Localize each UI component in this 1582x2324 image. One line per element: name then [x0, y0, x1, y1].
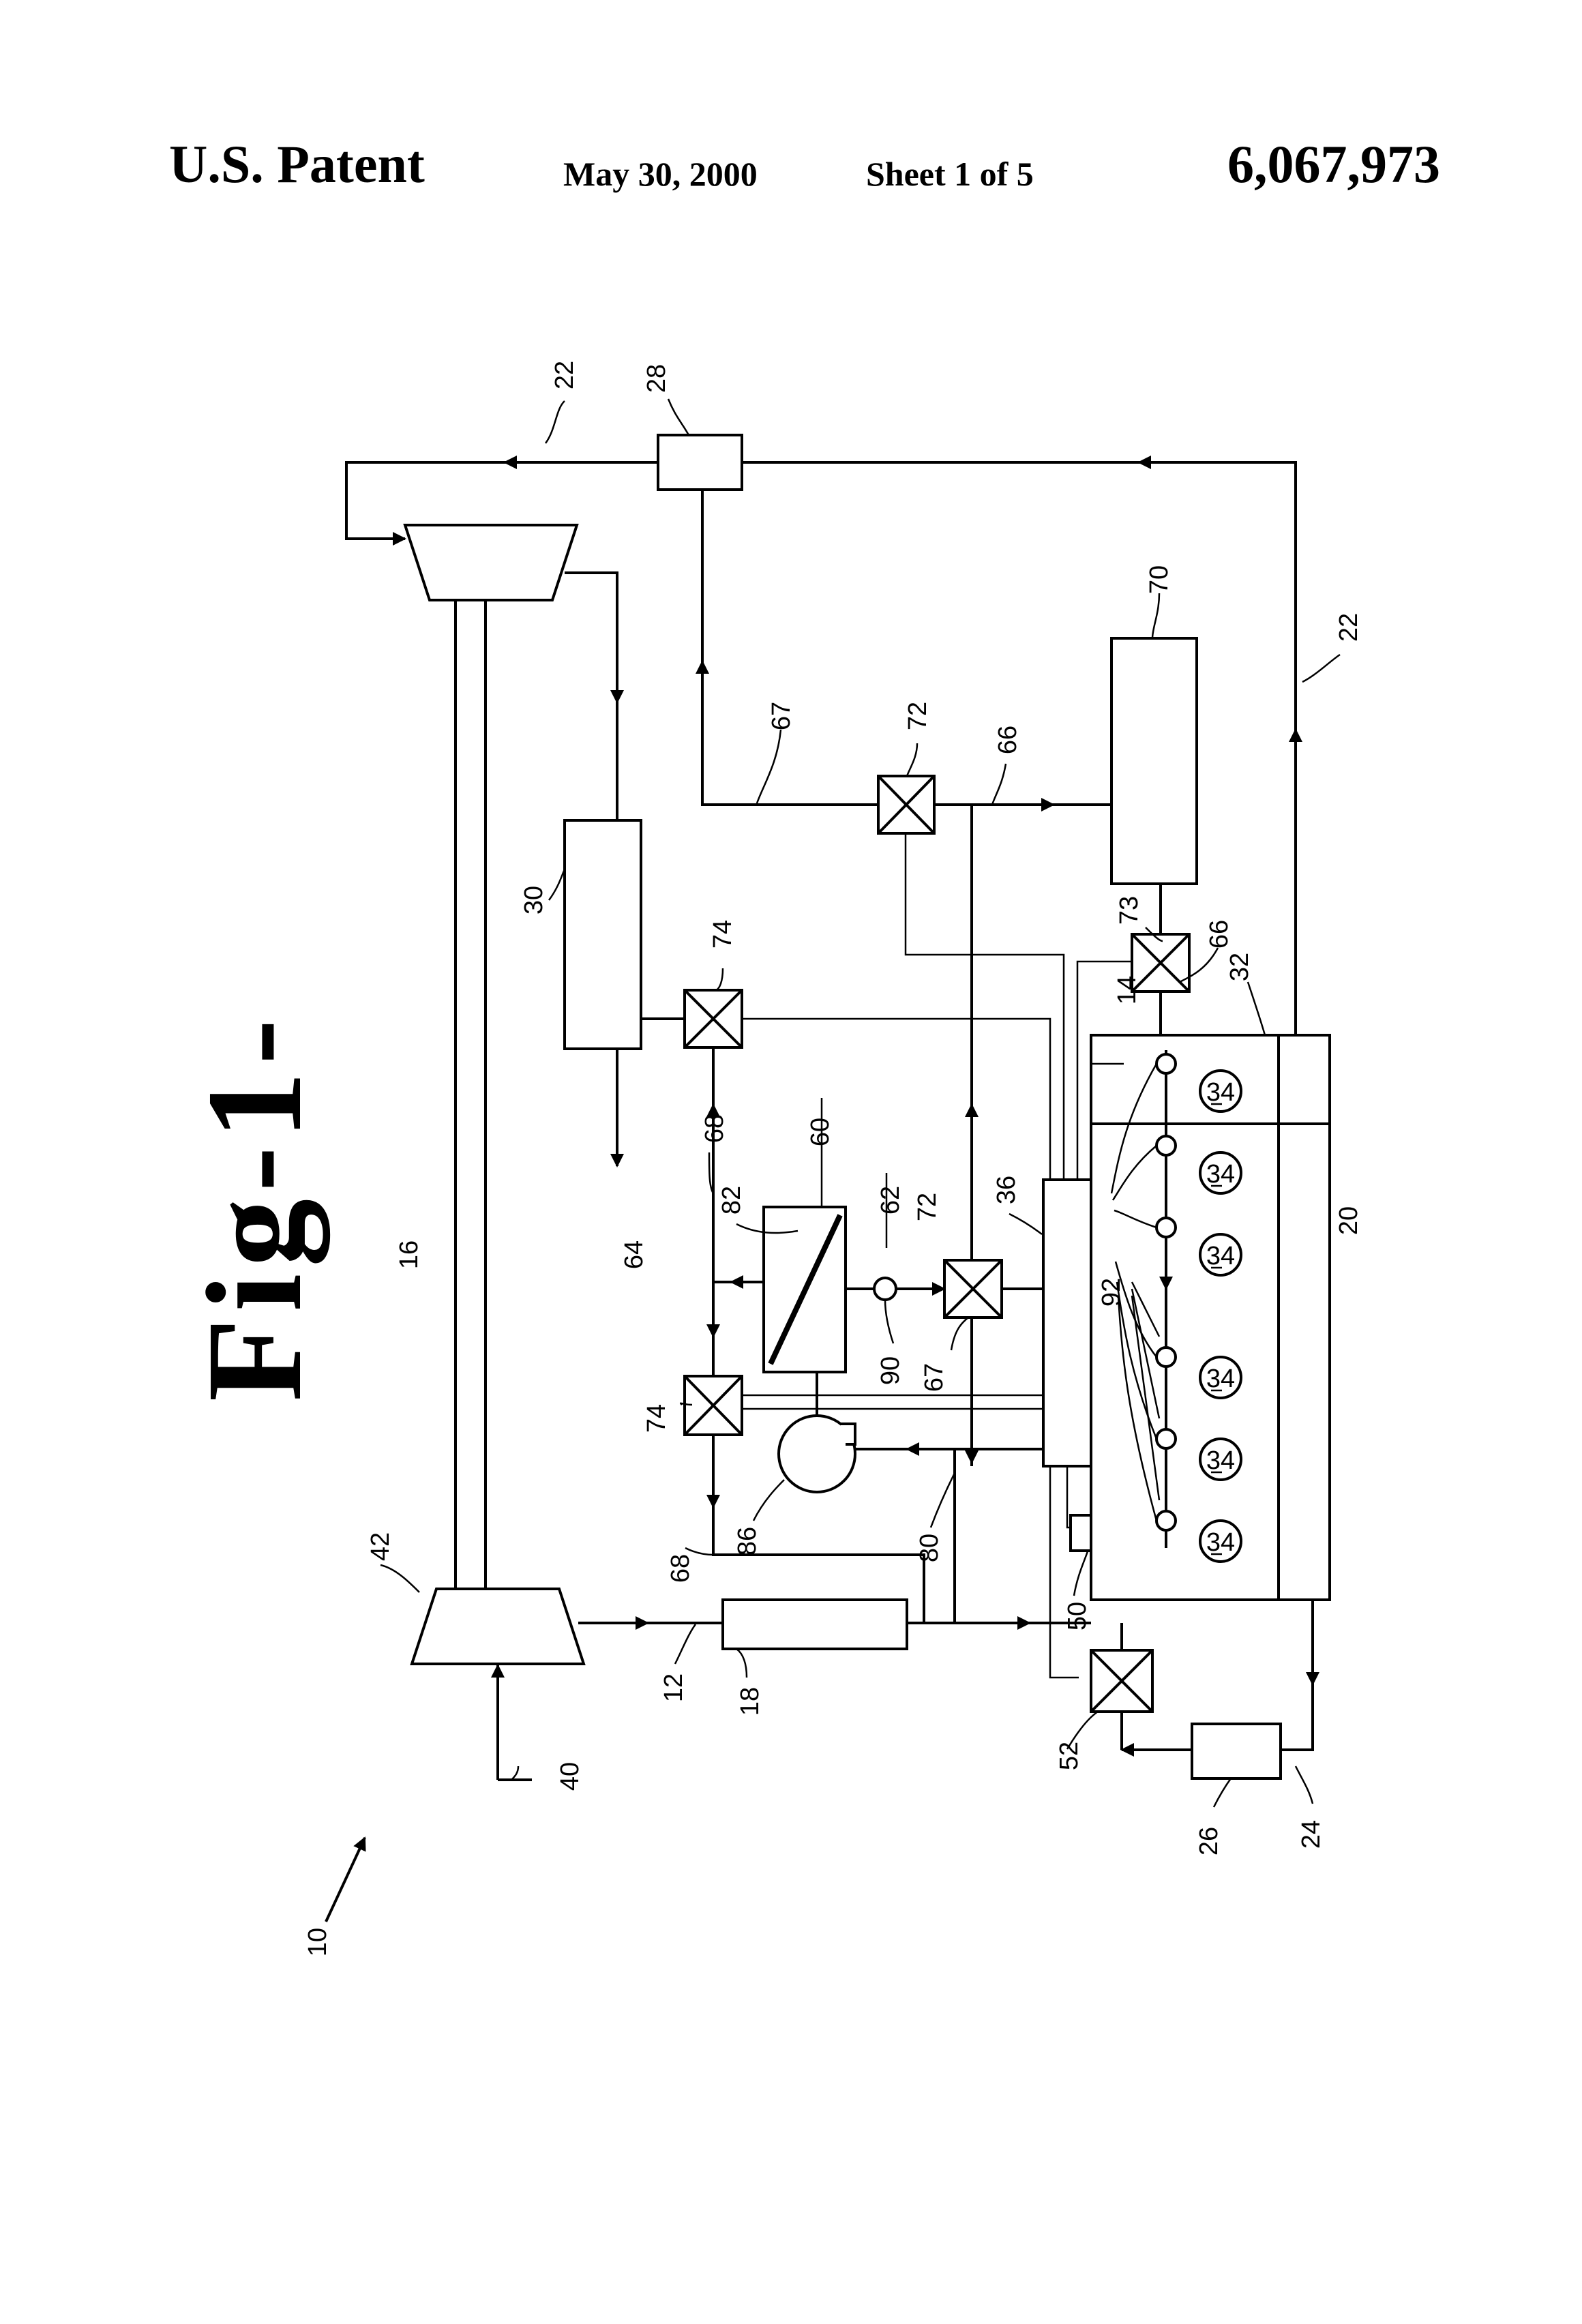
label-66-right: 66 — [1205, 920, 1234, 949]
label-36: 36 — [992, 1176, 1021, 1204]
label-26: 26 — [1195, 1827, 1223, 1856]
cylinder: 34 — [1200, 1234, 1241, 1275]
system-pointer-arrow — [326, 1838, 365, 1922]
shaft — [456, 600, 486, 1589]
cylinder: 34 — [1200, 1152, 1241, 1193]
figure-title: Fig-1- — [179, 1013, 330, 1402]
label-67-middle: 67 — [920, 1363, 949, 1392]
pump — [779, 1372, 1043, 1492]
label-92: 92 — [1097, 1278, 1126, 1307]
label-68-top: 68 — [700, 1114, 729, 1143]
valve-74-bottom — [685, 1376, 742, 1435]
label-50: 50 — [1063, 1602, 1092, 1630]
svg-text:34: 34 — [1206, 1078, 1235, 1107]
label-67-top: 67 — [767, 702, 796, 730]
label-18: 18 — [736, 1687, 764, 1716]
cylinder: 34 — [1200, 1521, 1241, 1562]
engine — [1091, 1035, 1330, 1600]
label-28: 28 — [642, 364, 671, 393]
label-68-bottom: 68 — [666, 1554, 695, 1583]
label-66-top: 66 — [994, 726, 1022, 754]
label-30: 30 — [520, 886, 548, 914]
label-70: 70 — [1145, 565, 1174, 594]
label-22-top: 22 — [550, 361, 579, 389]
exhaust-component-28 — [658, 435, 742, 490]
turbine — [405, 525, 577, 600]
label-12: 12 — [659, 1673, 688, 1702]
cylinder: 34 — [1200, 1357, 1241, 1398]
figure-title-text: Fig-1- — [179, 1013, 330, 1402]
membrane-separator — [764, 1207, 846, 1372]
label-16: 16 — [395, 1240, 423, 1269]
label-20: 20 — [1334, 1206, 1363, 1235]
sensor — [1071, 1515, 1091, 1551]
label-52: 52 — [1055, 1742, 1084, 1770]
label-86: 86 — [733, 1527, 762, 1555]
label-32: 32 — [1225, 953, 1254, 981]
egr-valve — [1091, 1650, 1152, 1712]
label-74-bottom: 74 — [642, 1404, 671, 1433]
svg-text:34: 34 — [1206, 1160, 1235, 1189]
svg-text:34: 34 — [1206, 1446, 1235, 1475]
cylinder: 34 — [1200, 1439, 1241, 1480]
label-82: 82 — [717, 1186, 746, 1215]
label-24: 24 — [1297, 1820, 1326, 1849]
label-72-top: 72 — [904, 702, 932, 730]
label-64: 64 — [620, 1240, 648, 1269]
label-60: 60 — [806, 1118, 835, 1146]
label-90: 90 — [876, 1356, 905, 1385]
ambient-air-inlet — [498, 1665, 532, 1780]
compressor — [412, 1589, 584, 1664]
valve-72-middle — [944, 1260, 1043, 1317]
turbine-outlet-line — [565, 573, 617, 820]
controller — [1043, 1180, 1091, 1466]
check-valve — [846, 1278, 944, 1300]
component-70 — [1111, 638, 1197, 884]
label-10: 10 — [303, 1928, 332, 1956]
label-62: 62 — [876, 1186, 905, 1215]
svg-text:34: 34 — [1206, 1528, 1235, 1557]
svg-text:34: 34 — [1206, 1242, 1235, 1270]
label-40: 40 — [556, 1762, 584, 1791]
exhaust-component-30 — [565, 820, 641, 1049]
svg-text:34: 34 — [1206, 1365, 1235, 1393]
label-80: 80 — [915, 1534, 944, 1562]
label-42: 42 — [366, 1532, 395, 1561]
valve-74-top — [641, 990, 742, 1047]
cylinder: 34 — [1200, 1071, 1241, 1112]
label-74-top: 74 — [708, 920, 737, 949]
label-22-right: 22 — [1334, 613, 1363, 642]
label-73: 73 — [1115, 896, 1144, 925]
label-14: 14 — [1113, 976, 1141, 1004]
valve-72-top — [878, 776, 934, 833]
label-72-middle: 72 — [913, 1193, 942, 1221]
